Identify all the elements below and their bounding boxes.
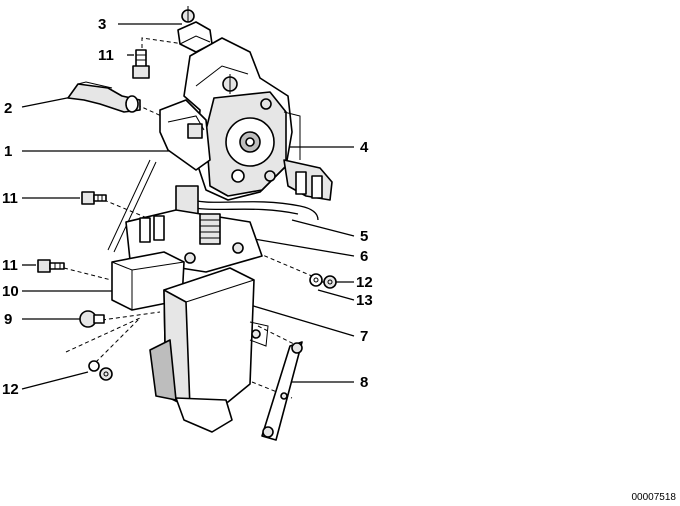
callout-6: 6 — [360, 248, 368, 265]
callout-13: 13 — [356, 292, 373, 309]
leader-lines — [21, 23, 355, 390]
nut-part-12-right — [323, 275, 337, 289]
callout-10: 10 — [2, 283, 19, 300]
reference-number: 00007518 — [632, 492, 677, 503]
strap-part-8 — [261, 341, 303, 441]
callout-5: 5 — [360, 228, 368, 245]
callout-8: 8 — [360, 374, 368, 391]
screw-part-11-top — [132, 49, 150, 79]
nut-part-12-lower — [88, 360, 113, 381]
callout-12: 12 — [356, 274, 373, 291]
connector-block — [283, 111, 333, 201]
callout-3: 3 — [98, 16, 106, 33]
screw-part-11-lower — [37, 259, 65, 273]
washer-part-13 — [309, 273, 323, 287]
callout-2: 2 — [4, 100, 12, 117]
gear-housing-part-4 — [183, 37, 293, 201]
callout-12: 12 — [2, 381, 19, 398]
callout-4: 4 — [360, 139, 369, 156]
screw-part-11-middle — [81, 191, 107, 205]
bracket-part-1 — [107, 99, 211, 253]
lever-part-2 — [67, 81, 141, 113]
callout-11: 11 — [2, 190, 18, 207]
motor-part-7 — [149, 267, 269, 433]
bolt-part-9 — [79, 310, 105, 328]
clip-nut-part-3 — [177, 6, 213, 53]
callout-11: 11 — [2, 257, 18, 274]
callout-labels: 3 11 2 1 4 11 5 6 11 12 10 13 9 7 8 12 — [2, 16, 373, 398]
callout-1: 1 — [4, 143, 12, 160]
callout-7: 7 — [360, 328, 368, 345]
callout-9: 9 — [4, 311, 12, 328]
cable-part-5 — [175, 185, 319, 221]
callout-11: 11 — [98, 47, 114, 64]
